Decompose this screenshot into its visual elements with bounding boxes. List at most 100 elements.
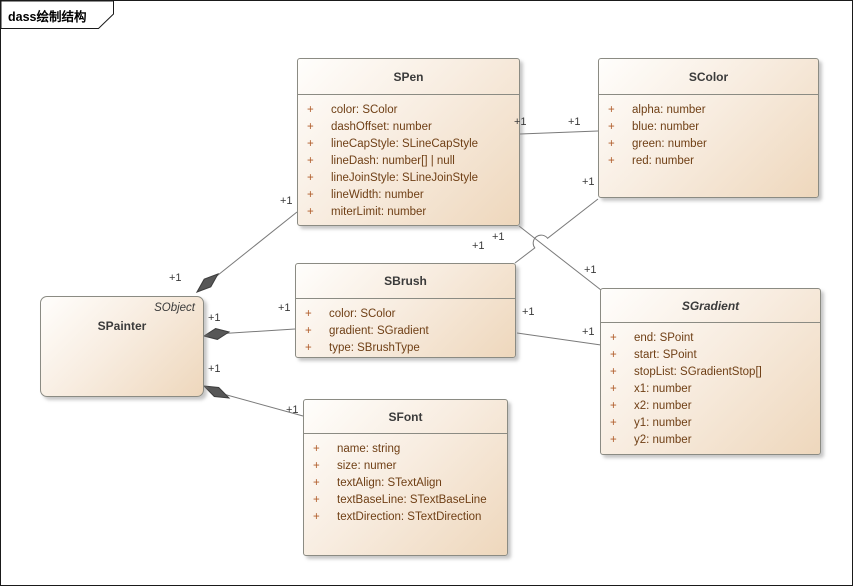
multiplicity-label: +1 xyxy=(472,240,485,252)
visibility-public: + xyxy=(608,103,615,116)
attribute-row: + dashOffset: number xyxy=(298,118,519,135)
visibility-public: + xyxy=(610,331,617,344)
multiplicity-label: +1 xyxy=(169,272,182,284)
multiplicity-label: +1 xyxy=(584,264,597,276)
attribute-row: + alpha: number xyxy=(599,101,818,118)
visibility-public: + xyxy=(610,382,617,395)
class-name: SBrush xyxy=(296,264,515,299)
multiplicity-label: +1 xyxy=(286,404,299,416)
visibility-public: + xyxy=(313,510,320,523)
class-spainter[interactable]: SObject SPainter xyxy=(40,296,204,397)
frame-label-tab xyxy=(1,1,114,29)
attribute-text: dashOffset: number xyxy=(331,120,432,133)
composition-diamond-icon xyxy=(195,273,220,293)
attribute-text: x1: number xyxy=(634,382,692,395)
visibility-public: + xyxy=(608,137,615,150)
attribute-text: y1: number xyxy=(634,416,692,429)
multiplicity-label: +1 xyxy=(568,116,581,128)
attribute-text: color: SColor xyxy=(329,307,396,320)
visibility-public: + xyxy=(313,442,320,455)
attribute-row: + lineJoinStyle: SLineJoinStyle xyxy=(298,169,519,186)
visibility-public: + xyxy=(608,120,615,133)
multiplicity-label: +1 xyxy=(492,231,505,243)
visibility-public: + xyxy=(610,348,617,361)
attribute-row: + lineCapStyle: SLineCapStyle xyxy=(298,135,519,152)
composition-diamond-icon xyxy=(202,328,231,340)
attribute-row: +miterLimit: number xyxy=(298,203,519,220)
attribute-text: y2: number xyxy=(634,433,692,446)
attribute-text: lineCapStyle: SLineCapStyle xyxy=(331,137,479,150)
multiplicity-label: +1 xyxy=(522,306,535,318)
attribute-text: green: number xyxy=(632,137,707,150)
link-spen-sgradient[interactable] xyxy=(518,225,602,291)
link-sbrush-sgradient[interactable] xyxy=(516,332,602,346)
class-sbrush[interactable]: SBrush + color: SColor +gradient: SGradie… xyxy=(295,263,516,358)
attribute-row: + name: string xyxy=(304,440,507,457)
multiplicity-label: +1 xyxy=(514,116,527,128)
class-sfont[interactable]: SFont + name: string + size: numer + textAl… xyxy=(303,399,508,556)
attribute-text: x2: number xyxy=(634,399,692,412)
visibility-public: + xyxy=(307,137,314,150)
multiplicity-label: +1 xyxy=(208,312,221,324)
attribute-row: + textBaseLine: STextBaseLine xyxy=(304,491,507,508)
multiplicity-label: +1 xyxy=(208,363,221,375)
link-spen-scolor[interactable] xyxy=(519,130,599,135)
class-name: SColor xyxy=(599,59,818,95)
composition-diamond-icon xyxy=(202,385,231,399)
class-name: SFont xyxy=(304,400,507,434)
attribute-row: + green: number xyxy=(599,135,818,152)
composition-link-spainter-sbrush[interactable] xyxy=(202,328,296,340)
attribute-text: start: SPoint xyxy=(634,348,697,361)
attribute-text: textBaseLine: STextBaseLine xyxy=(337,493,487,506)
attribute-text: name: string xyxy=(337,442,401,455)
attribute-row: +lineWidth: number xyxy=(298,186,519,203)
class-scolor[interactable]: SColor + alpha: number + blue: number + gre… xyxy=(598,58,819,198)
class-sgradient[interactable]: SGradient +end: SPoint +start: SPoint +s… xyxy=(600,288,821,455)
attribute-row: +type: SBrushType xyxy=(296,339,515,356)
visibility-public: + xyxy=(610,433,617,446)
attribute-text: stopList: SGradientStop[] xyxy=(634,365,762,378)
attribute-text: lineJoinStyle: SLineJoinStyle xyxy=(331,171,479,184)
visibility-public: + xyxy=(313,459,320,472)
attribute-row: +gradient: SGradient xyxy=(296,322,515,339)
visibility-public: + xyxy=(610,399,617,412)
attribute-text: textAlign: STextAlign xyxy=(337,476,442,489)
attribute-row: +end: SPoint xyxy=(601,329,820,346)
visibility-public: + xyxy=(608,154,615,167)
multiplicity-label: +1 xyxy=(278,302,291,314)
attribute-text: blue: number xyxy=(632,120,700,133)
multiplicity-label: +1 xyxy=(280,195,293,207)
visibility-public: + xyxy=(307,103,314,116)
composition-link-spainter-spen[interactable] xyxy=(195,211,298,293)
class-name: SPen xyxy=(298,59,519,95)
attribute-row: + start: SPoint xyxy=(601,346,820,363)
attribute-row: + y1: number xyxy=(601,414,820,431)
link-sbrush-scolor[interactable] xyxy=(514,198,599,264)
attribute-text: alpha: number xyxy=(632,103,706,116)
visibility-public: + xyxy=(307,120,314,133)
visibility-public: + xyxy=(307,205,314,218)
attribute-text: color: SColor xyxy=(331,103,398,116)
visibility-public: + xyxy=(313,493,320,506)
composition-link-spainter-sfont[interactable] xyxy=(202,385,304,417)
attribute-text: size: numer xyxy=(337,459,397,472)
visibility-public: + xyxy=(313,476,320,489)
attribute-row: + x2: number xyxy=(601,397,820,414)
visibility-public: + xyxy=(305,341,312,354)
attribute-row: + y2: number xyxy=(601,431,820,448)
attribute-text: lineWidth: number xyxy=(331,188,424,201)
visibility-public: + xyxy=(610,416,617,429)
attribute-row: +lineDash: number[] | null xyxy=(298,152,519,169)
attribute-row: +stopList: SGradientStop[] xyxy=(601,363,820,380)
attribute-row: + color: SColor xyxy=(298,101,519,118)
attribute-row: + textAlign: STextAlign xyxy=(304,474,507,491)
attribute-row: +red: number xyxy=(599,152,818,169)
attribute-row: + size: numer xyxy=(304,457,507,474)
attribute-text: textDirection: STextDirection xyxy=(337,510,482,523)
visibility-public: + xyxy=(307,171,314,184)
attribute-row: + x1: number xyxy=(601,380,820,397)
attribute-text: lineDash: number[] | null xyxy=(331,154,455,167)
class-spen[interactable]: SPen +color: SColor +dashOffset: number … xyxy=(297,58,520,226)
